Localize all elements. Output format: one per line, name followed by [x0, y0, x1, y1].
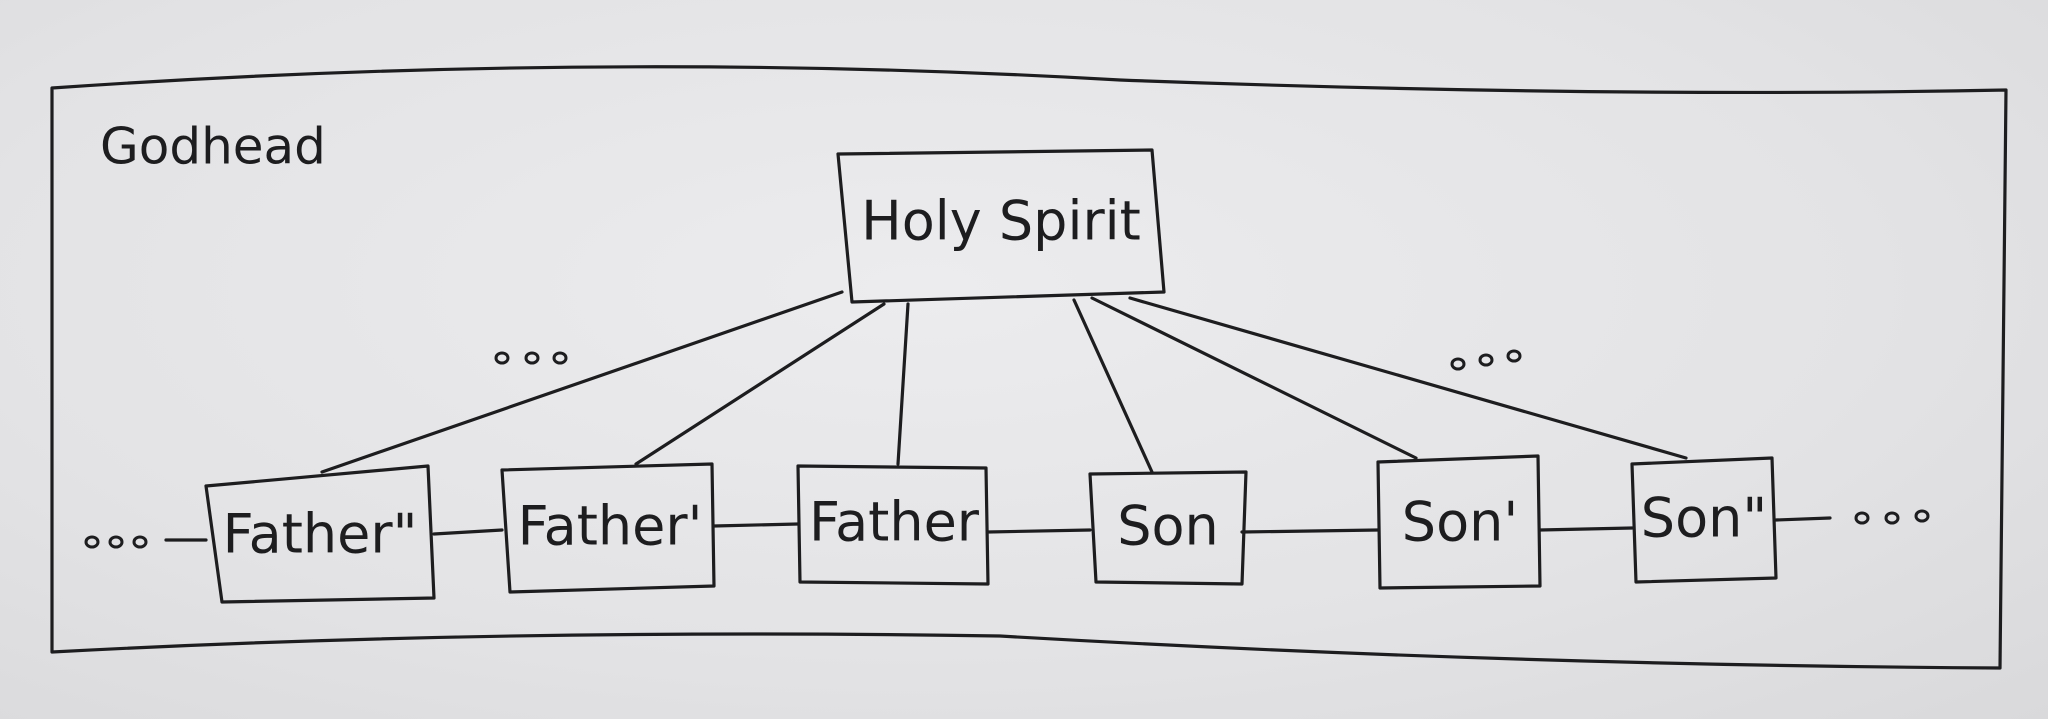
- connector-father2-father1: [432, 528, 504, 536]
- connector-father1-father: [712, 522, 800, 528]
- connector-son-son1: [1240, 528, 1380, 534]
- godhead-container-label: Godhead: [100, 118, 326, 176]
- node-son-prime: Son': [1376, 454, 1542, 590]
- connector-spirit-father: [896, 302, 910, 466]
- node-son-prime-label: Son': [1402, 491, 1518, 554]
- connector-father-son: [986, 528, 1092, 534]
- connector-right-ellipsis: [1774, 516, 1832, 522]
- node-father: Father: [796, 464, 990, 586]
- node-son-double-prime: Son": [1630, 456, 1778, 584]
- connector-spirit-son2: [1128, 296, 1688, 460]
- connector-son1-son2: [1538, 526, 1634, 532]
- connector-spirit-father2: [320, 290, 844, 474]
- node-father-double-prime-label: Father": [223, 503, 418, 566]
- ellipsis-right: [1854, 509, 1930, 525]
- connector-spirit-son1: [1090, 296, 1418, 460]
- node-holy-spirit: Holy Spirit: [836, 148, 1166, 304]
- node-father-prime: Father': [500, 462, 716, 594]
- node-father-label: Father: [809, 491, 980, 554]
- ellipsis-upper-left: [494, 351, 568, 365]
- node-holy-spirit-label: Holy Spirit: [861, 190, 1141, 253]
- node-son-label: Son: [1117, 495, 1219, 558]
- node-son-double-prime-label: Son": [1641, 487, 1767, 550]
- node-son: Son: [1088, 470, 1248, 586]
- godhead-container-frame: [50, 65, 2008, 670]
- node-father-prime-label: Father': [518, 495, 703, 558]
- connector-spirit-son: [1072, 298, 1154, 474]
- ellipsis-left: [84, 535, 148, 549]
- node-father-double-prime: Father": [204, 464, 436, 604]
- ellipsis-upper-right: [1450, 349, 1522, 371]
- connector-spirit-father1: [634, 302, 886, 466]
